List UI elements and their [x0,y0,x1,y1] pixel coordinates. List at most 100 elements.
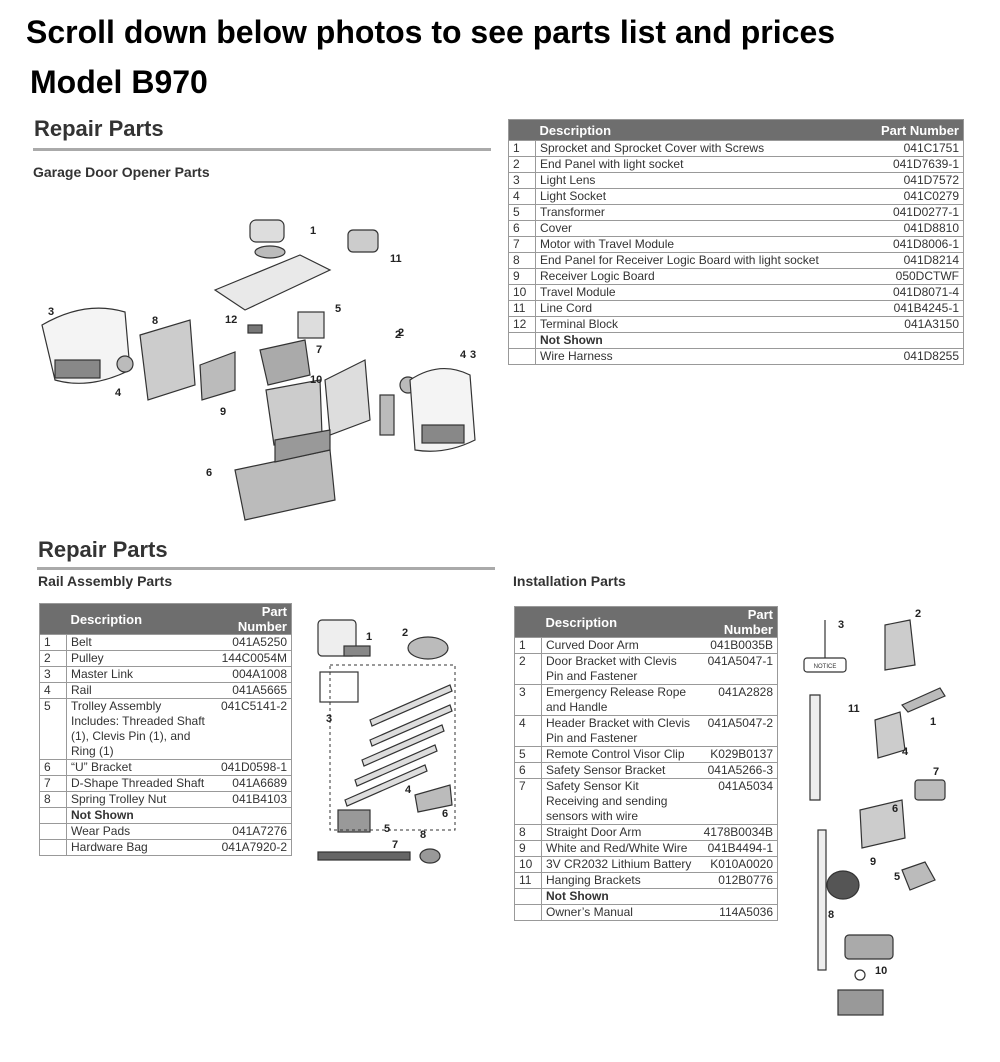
callout-number: 3 [48,306,54,318]
row-part-number: 041B0035B [696,637,778,654]
row-number: 10 [514,856,542,873]
row-part-number: 041C5141-2 [214,698,292,760]
callout-number: 4 [115,387,122,399]
row-part-number: 050DCTWF [864,268,964,285]
callout-number: 7 [392,839,398,851]
row-number: 5 [508,204,536,221]
row-description: Hardware Bag [66,839,215,856]
row-part-number: 041D7639-1 [864,156,964,173]
row-description: Not Shown [535,332,865,349]
row-number: 2 [508,156,536,173]
row-number: 3 [508,172,536,189]
row-description: White and Red/White Wire [541,840,697,857]
row-part-number: 041B4245-1 [864,300,964,317]
callout-number: 4 [902,746,909,758]
row-number: 8 [514,824,542,841]
callout-number: 2 [398,327,404,339]
callout-number: 3 [470,349,476,361]
callout-number: 10 [875,965,887,977]
row-description: Travel Module [535,284,865,301]
row-description: Not Shown [541,888,697,905]
callout-number: 5 [894,871,900,883]
callout-number: 3 [326,713,332,725]
rail-section-rule [37,567,495,570]
row-part-number: 041D8810 [864,220,964,237]
row-description: Emergency Release Rope and Handle [541,684,697,716]
row-part-number: 041A2828 [696,684,778,716]
callout-number: 8 [828,909,834,921]
callout-number: 4 [460,349,467,361]
callout-number: 11 [390,253,402,265]
row-number: 12 [508,316,536,333]
row-part-number: 144C0054M [214,650,292,667]
row-number: 5 [39,698,67,760]
opener-header-part-number: Part Number [864,119,964,141]
callout-number: 8 [420,829,426,841]
row-number [39,823,67,840]
row-part-number: 041A5250 [214,634,292,651]
opener-header-description: Description [535,119,865,141]
opener-subtitle: Garage Door Opener Parts [33,164,210,180]
row-description: Safety Sensor Kit Receiving and sending … [541,778,697,825]
row-part-number: 041A6689 [214,775,292,792]
row-part-number: K029B0137 [696,746,778,763]
row-number: 5 [514,746,542,763]
row-part-number [696,888,778,905]
callout-number: 5 [384,823,390,835]
row-number: 3 [514,684,542,716]
row-description: Cover [535,220,865,237]
row-description: Header Bracket with Clevis Pin and Faste… [541,715,697,747]
row-number: 10 [508,284,536,301]
callout-number: 6 [442,808,448,820]
row-part-number: 041D7572 [864,172,964,189]
row-description: 3V CR2032 Lithium Battery [541,856,697,873]
row-description: Hanging Brackets [541,872,697,889]
row-part-number: 041A7276 [214,823,292,840]
install-subtitle: Installation Parts [513,573,626,589]
row-description: Line Cord [535,300,865,317]
row-part-number: 012B0776 [696,872,778,889]
row-number: 1 [39,634,67,651]
row-number [514,904,542,921]
callout-number: 7 [316,344,322,356]
row-part-number: 041A7920-2 [214,839,292,856]
table-row: Not Shown [39,807,292,824]
callout-number: 2 [402,627,408,639]
page-heading: Scroll down below photos to see parts li… [26,14,836,50]
callout-number: 12 [225,314,237,326]
row-description: End Panel for Receiver Logic Board with … [535,252,865,269]
row-part-number: 041A3150 [864,316,964,333]
row-description: Terminal Block [535,316,865,333]
rail-header-description: Description [66,603,215,635]
row-part-number: 041D8071-4 [864,284,964,301]
callout-number: 10 [310,374,322,386]
table-row: Not Shown [508,332,964,349]
